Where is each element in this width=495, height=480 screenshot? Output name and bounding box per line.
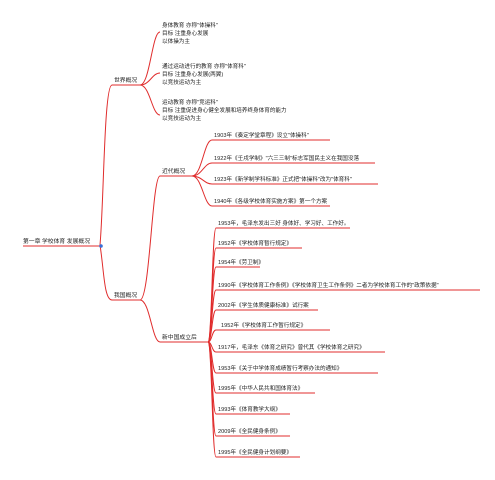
- newchina-item: 1953年《关于中学体育成绩暂行考察办法的通知》: [218, 364, 342, 372]
- world-item-3: 运动教育 亦称"竞运科" 目标 注重促进身心健全发展和培养终身体育的能力 以竞技…: [162, 98, 287, 122]
- modern-item: 1940年《各级学校体育实施方案》第一个方案: [214, 197, 328, 205]
- edge-world-2: [139, 72, 161, 86]
- edge-world-3: [139, 84, 161, 116]
- newchina-item: 1990年《学校体育工作条例》《学校体育卫生工作条例》二者为学校体育工作的"政策…: [218, 281, 439, 289]
- svg-text:目标 注重促进身心健全发展和培养终身体育的能力: 目标 注重促进身心健全发展和培养终身体育的能力: [162, 106, 287, 114]
- branch-world-label: 世界概况: [114, 76, 137, 84]
- root-label: 第一章 学校体育 发展概况: [23, 237, 90, 245]
- root-junction-dot: [99, 244, 103, 248]
- svg-text:以竞技运动为主: 以竞技运动为主: [162, 78, 202, 86]
- svg-text:运动教育 亦称"竞运科": 运动教育 亦称"竞运科": [162, 98, 218, 106]
- modern-item: 1903年《奏定学堂章程》设立"体操科": [214, 131, 309, 139]
- modern-item: 1923年《新学制学科标准》正式把"体操科"改为"体育科": [214, 175, 352, 183]
- newchina-item: 1953年，毛泽东发出三好 身体好、学习好、工作好。: [218, 219, 349, 227]
- modern-item: 1922年《壬戌学制》"六三三制"标志军国民主义在我国没落: [214, 154, 359, 162]
- newchina-item: 1954年《劳卫制》: [218, 258, 264, 266]
- svg-text:以竞技运动为主: 以竞技运动为主: [162, 114, 202, 122]
- newchina-item: 1995年《全民健身计划纲要》: [218, 448, 292, 456]
- svg-text:以体操为主: 以体操为主: [162, 37, 190, 45]
- newchina-item: 1952年《学校体育暂行规定》: [218, 239, 292, 247]
- edge-root-world: [99, 84, 113, 246]
- svg-text:身体教育 亦称"体操科": 身体教育 亦称"体操科": [162, 21, 218, 29]
- branch-newchina-label: 新中国成立后: [162, 333, 197, 341]
- newchina-item: 1952年《学校体育工作暂行规定》: [221, 321, 306, 329]
- world-item-1: 身体教育 亦称"体操科" 目标 注重身心发展 以体操为主: [162, 21, 218, 45]
- branch-china-label: 我国概况: [114, 291, 137, 299]
- edge-china-modern: [139, 175, 161, 301]
- newchina-item: 1993年《体育教学大纲》: [218, 405, 281, 413]
- world-item-2: 通过运动进行的教育 亦称"体育科" 目标 注重身心发展(两翼) 以竞技运动为主: [162, 62, 246, 86]
- branch-modern-label: 近代概况: [162, 167, 185, 175]
- edge-china-new: [139, 299, 161, 343]
- connector-lines: [23, 31, 480, 458]
- svg-text:目标 注重身心发展(两翼): 目标 注重身心发展(两翼): [162, 70, 223, 78]
- svg-text:通过运动进行的教育 亦称"体育科": 通过运动进行的教育 亦称"体育科": [162, 62, 246, 70]
- edge-world-1: [139, 31, 161, 86]
- newchina-item: 1995年《中华人民共和国体育法》: [218, 384, 303, 392]
- edge-root-china: [99, 244, 113, 301]
- newchina-item: 2009年《全民健身条例》: [218, 427, 281, 435]
- svg-text:目标 注重身心发展: 目标 注重身心发展: [162, 29, 209, 37]
- newchina-item: 2002年《学生体质健康标准》试行案: [218, 301, 309, 309]
- newchina-item: 1917年，毛泽东《体育之研究》曾代其《学校体育之研究》: [218, 343, 365, 351]
